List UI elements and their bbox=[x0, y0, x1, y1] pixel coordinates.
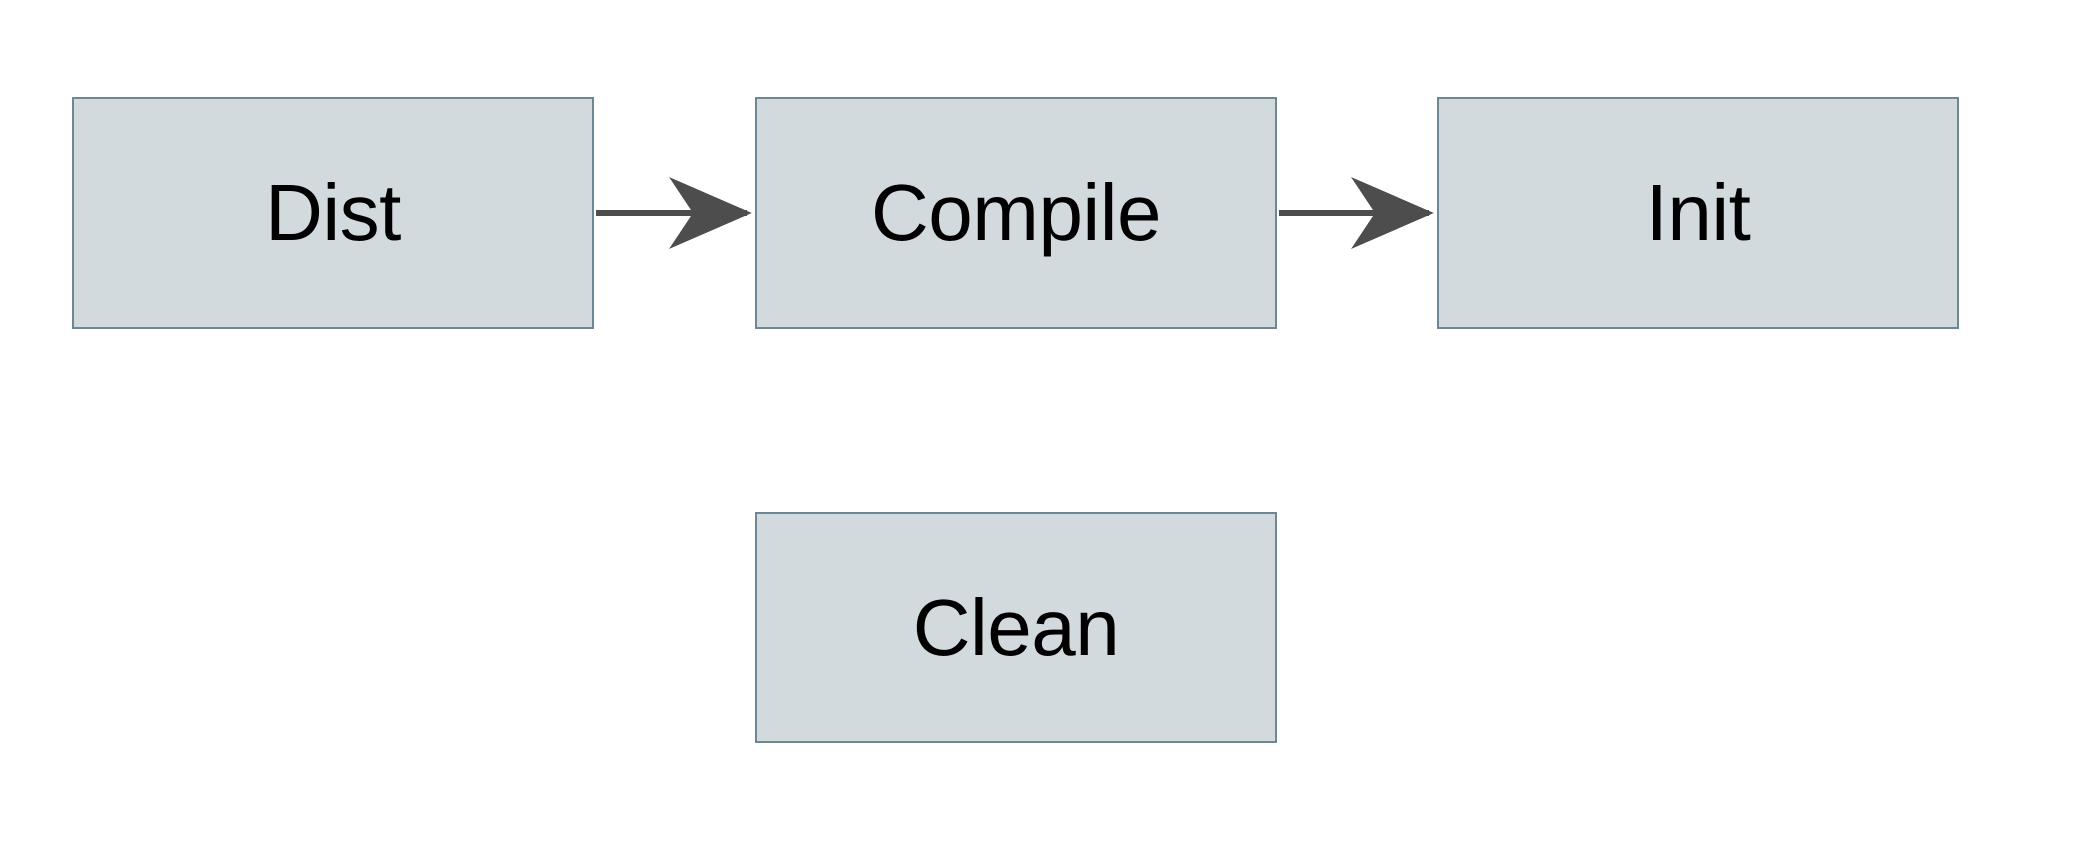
node-clean[interactable]: Clean bbox=[755, 512, 1277, 743]
node-label-compile: Compile bbox=[871, 168, 1161, 257]
node-label-init: Init bbox=[1645, 168, 1751, 257]
node-label-dist: Dist bbox=[265, 168, 401, 257]
node-compile[interactable]: Compile bbox=[755, 97, 1277, 329]
node-label-clean: Clean bbox=[912, 582, 1120, 672]
node-init[interactable]: Init bbox=[1437, 97, 1959, 329]
node-dist[interactable]: Dist bbox=[72, 97, 594, 329]
